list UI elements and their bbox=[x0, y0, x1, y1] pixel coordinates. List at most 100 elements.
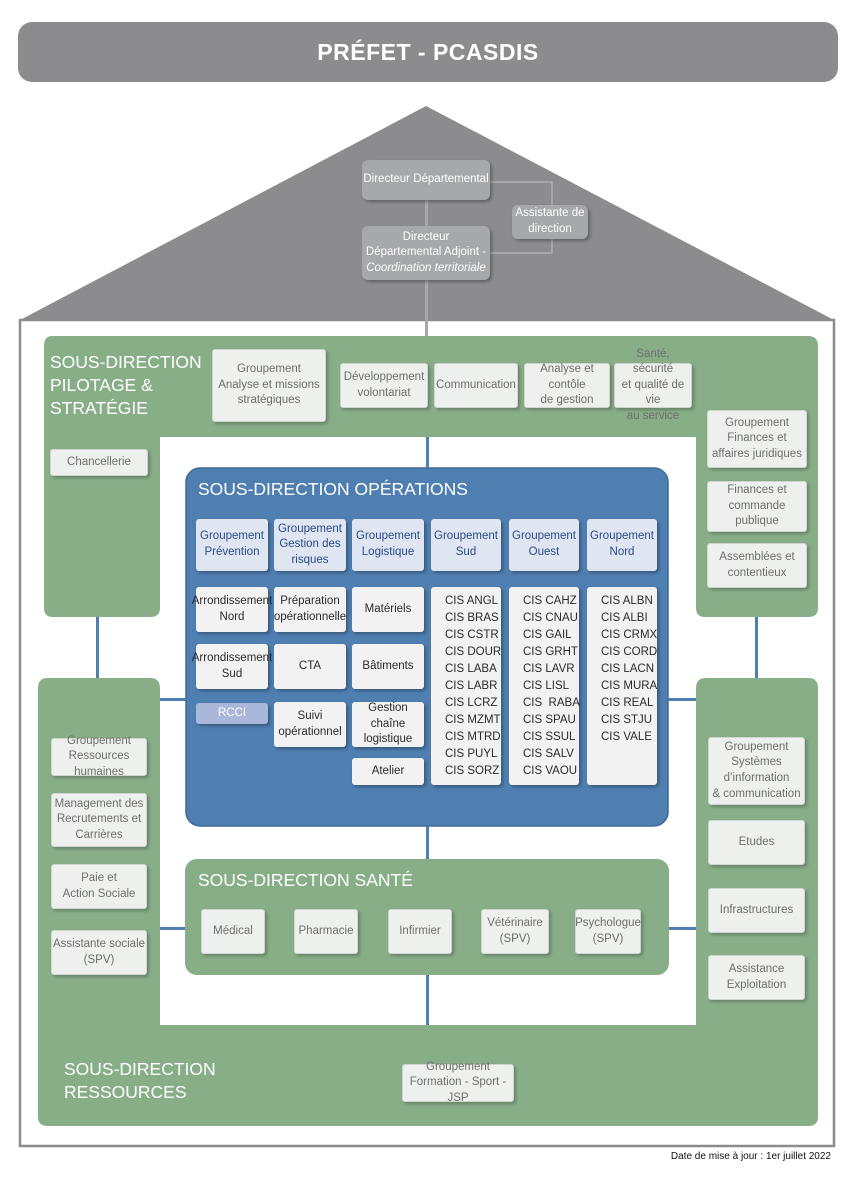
cis-item: CIS CNAU bbox=[523, 612, 578, 624]
cis-item: CIS CRMX bbox=[601, 629, 658, 641]
cis-item: CIS BRAS bbox=[445, 612, 499, 624]
item-assistante-sociale: Assistante sociale (SPV) bbox=[51, 930, 147, 975]
groupement-nord: Groupement Nord bbox=[587, 519, 657, 571]
connector-line bbox=[425, 198, 428, 228]
cis-item: CIS ALBI bbox=[601, 612, 648, 624]
item-developpement-volontariat: Développement volontariat bbox=[340, 363, 428, 408]
item-finances-commande: Finances et commande publique bbox=[707, 481, 807, 532]
connector-line bbox=[426, 826, 429, 859]
cis-item: CIS SPAU bbox=[523, 714, 576, 726]
update-date: Date de mise à jour : 1er juillet 2022 bbox=[670, 1151, 831, 1162]
groupement-finances-box: Groupement Finances et affaires juridiqu… bbox=[707, 410, 807, 468]
pilotage-title: SOUS-DIRECTION PILOTAGE & STRATÉGIE bbox=[50, 352, 202, 418]
item-rcci: RCCI bbox=[196, 703, 268, 724]
cis-item: CIS LISL bbox=[523, 680, 570, 692]
connector-line bbox=[551, 238, 553, 253]
item-paie-action-sociale: Paie et Action Sociale bbox=[51, 864, 147, 909]
groupement-logistique: Groupement Logistique bbox=[352, 519, 424, 571]
sante-title: SOUS-DIRECTION SANTÉ bbox=[198, 870, 413, 890]
connector-line bbox=[551, 181, 553, 206]
operations-title: SOUS-DIRECTION OPÉRATIONS bbox=[198, 479, 468, 499]
item-suivi-operationnel: Suivi opérationnel bbox=[274, 702, 346, 747]
groupement-gestion-risques: Groupement Gestion des risques bbox=[274, 519, 346, 571]
cis-item: CIS PUYL bbox=[445, 748, 498, 760]
cis-item: CIS REAL bbox=[601, 697, 654, 709]
connector-line bbox=[490, 252, 552, 254]
groupement-sud: Groupement Sud bbox=[431, 519, 501, 571]
cis-item: CIS CSTR bbox=[445, 629, 499, 641]
groupement-formation: Groupement Formation - Sport - JSP bbox=[402, 1061, 514, 1104]
item-infirmier: Infirmier bbox=[388, 909, 452, 954]
connector-line bbox=[490, 181, 552, 183]
connector-line bbox=[426, 975, 429, 1025]
cis-item: CIS MTRD bbox=[445, 731, 501, 743]
cis-item: CIS MZMT bbox=[445, 714, 501, 726]
deputy-line-1: Directeur bbox=[402, 230, 450, 243]
item-materiels: Matériels bbox=[352, 587, 424, 632]
cis-list-sud: CIS ANGL CIS BRAS CIS CSTR CIS DOUR CIS … bbox=[431, 587, 501, 785]
item-infrastructures: Infrastructures bbox=[708, 888, 805, 933]
groupement-prevention: Groupement Prévention bbox=[196, 519, 268, 571]
item-gestion-chaine: Gestion chaîne logistique bbox=[352, 702, 424, 747]
cis-item: CIS ANGL bbox=[445, 595, 499, 607]
cis-item: CIS CAHZ bbox=[523, 595, 577, 607]
cis-item: CIS ALBN bbox=[601, 595, 653, 607]
item-assistance-exploitation: Assistance Exploitation bbox=[708, 955, 805, 1000]
cis-item: CIS LABR bbox=[445, 680, 498, 692]
item-sante-securite: Santé, sécurité et qualité de vie au ser… bbox=[614, 348, 692, 422]
connector-line bbox=[668, 698, 696, 701]
connector-line bbox=[426, 437, 429, 468]
item-psychologue: Psychologue (SPV) bbox=[575, 909, 641, 954]
groupement-analyse-box: Groupement Analyse et missions stratégiq… bbox=[212, 349, 326, 422]
deputy-director-box: Directeur Départemental Adjoint - Coordi… bbox=[362, 226, 490, 280]
connector-line bbox=[669, 927, 696, 930]
director-box: Directeur Départemental bbox=[362, 160, 490, 200]
cis-list-ouest: CIS CAHZ CIS CNAU CIS GAIL CIS GRHT CIS … bbox=[509, 587, 580, 785]
cis-item: CIS SSUL bbox=[523, 731, 576, 743]
cis-item: CIS LACN bbox=[601, 663, 655, 675]
connector-line bbox=[160, 927, 185, 930]
connector-line bbox=[425, 280, 428, 338]
groupement-ouest: Groupement Ouest bbox=[509, 519, 579, 571]
cis-item: CIS LAVR bbox=[523, 663, 575, 675]
item-medical: Médical bbox=[201, 909, 265, 954]
item-batiments: Bâtiments bbox=[352, 644, 424, 689]
cis-item: CIS DOUR bbox=[445, 646, 502, 658]
cis-list-nord: CIS ALBN CIS ALBI CIS CRMX CIS CORD CIS … bbox=[587, 587, 657, 785]
cis-item: CIS LCRZ bbox=[445, 697, 498, 709]
connector-line bbox=[160, 698, 186, 701]
item-arrondissement-nord: Arrondissement Nord bbox=[192, 587, 272, 632]
cis-item: CIS STJU bbox=[601, 714, 653, 726]
cis-item: CIS VALE bbox=[601, 731, 652, 743]
cis-item: CIS VAOU bbox=[523, 765, 578, 777]
ressources-frame bbox=[38, 678, 818, 1126]
cis-item: CIS CORD bbox=[601, 646, 658, 658]
cis-item: CIS GAIL bbox=[523, 629, 572, 641]
assistant-box: Assistante de direction bbox=[512, 205, 588, 239]
item-assemblees: Assemblées et contentieux bbox=[707, 543, 807, 588]
cis-item: CIS SALV bbox=[523, 748, 574, 760]
item-arrondissement-sud: Arrondissement Sud bbox=[192, 644, 272, 689]
groupement-rh: Groupement Ressources humaines bbox=[51, 735, 147, 778]
item-communication: Communication bbox=[434, 363, 518, 408]
item-etudes: Etudes bbox=[708, 820, 805, 865]
item-management-recrutements: Management des Recrutements et Carrières bbox=[51, 793, 147, 847]
item-cta: CTA bbox=[274, 644, 346, 689]
deputy-line-2: Départemental Adjoint - bbox=[365, 246, 487, 259]
cis-item: CIS LABA bbox=[445, 663, 497, 675]
groupement-si: Groupement Systèmes d’information & comm… bbox=[708, 737, 805, 805]
ressources-title: SOUS-DIRECTION RESSOURCES bbox=[64, 1059, 216, 1102]
banner-title: PRÉFET - PCASDIS bbox=[18, 22, 838, 82]
item-chancellerie: Chancellerie bbox=[50, 449, 148, 476]
cis-item: CIS MURA bbox=[601, 680, 658, 692]
cis-item: CIS SORZ bbox=[445, 765, 500, 777]
cis-item: CIS RABA bbox=[523, 697, 580, 709]
deputy-line-3: Coordination territoriale bbox=[366, 261, 486, 274]
item-analyse-controle: Analyse et contôle de gestion bbox=[524, 363, 610, 408]
item-atelier: Atelier bbox=[352, 758, 424, 785]
connector-line bbox=[96, 617, 99, 678]
item-veterinaire: Vétérinaire (SPV) bbox=[481, 909, 549, 954]
cis-item: CIS GRHT bbox=[523, 646, 578, 658]
connector-line bbox=[755, 617, 758, 678]
